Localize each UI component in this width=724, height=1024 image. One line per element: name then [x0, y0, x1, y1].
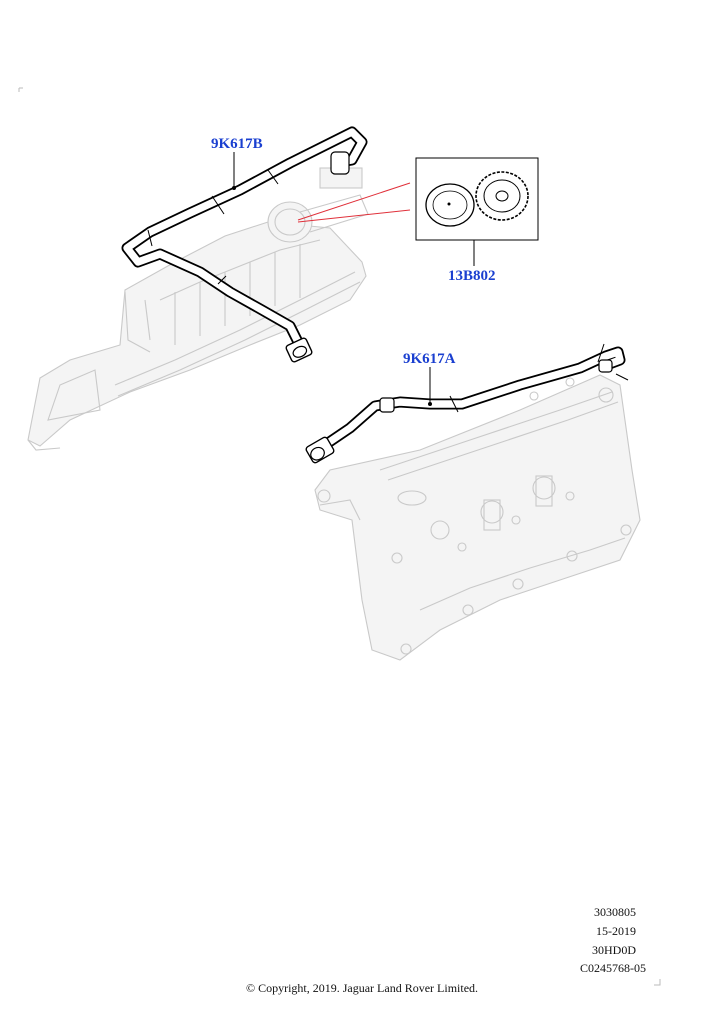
copyright-notice: © Copyright, 2019. Jaguar Land Rover Lim… [245, 981, 479, 995]
hose-9k617a [305, 343, 629, 464]
lower-cylinder-head [314, 374, 641, 661]
meta-line-4: C0245768-05 [580, 961, 646, 975]
corner-mark-top-left [18, 87, 23, 92]
meta-line-2: 15-2019 [596, 924, 636, 938]
callout-9k617b[interactable]: 9K617B [211, 136, 263, 152]
meta-line-3: 30HD0D [592, 943, 636, 957]
corner-mark-bottom-right [654, 979, 661, 986]
highlight-line-1 [297, 182, 411, 221]
hose-9k617b [121, 126, 368, 363]
meta-line-1: 3030805 [594, 905, 636, 919]
highlight-line-2 [297, 209, 411, 223]
callout-13b802[interactable]: 13B802 [448, 268, 496, 284]
upper-engine-cover [27, 167, 369, 451]
callout-9k617a[interactable]: 9K617A [403, 351, 456, 367]
oil-filler-cap-inset [415, 157, 539, 241]
